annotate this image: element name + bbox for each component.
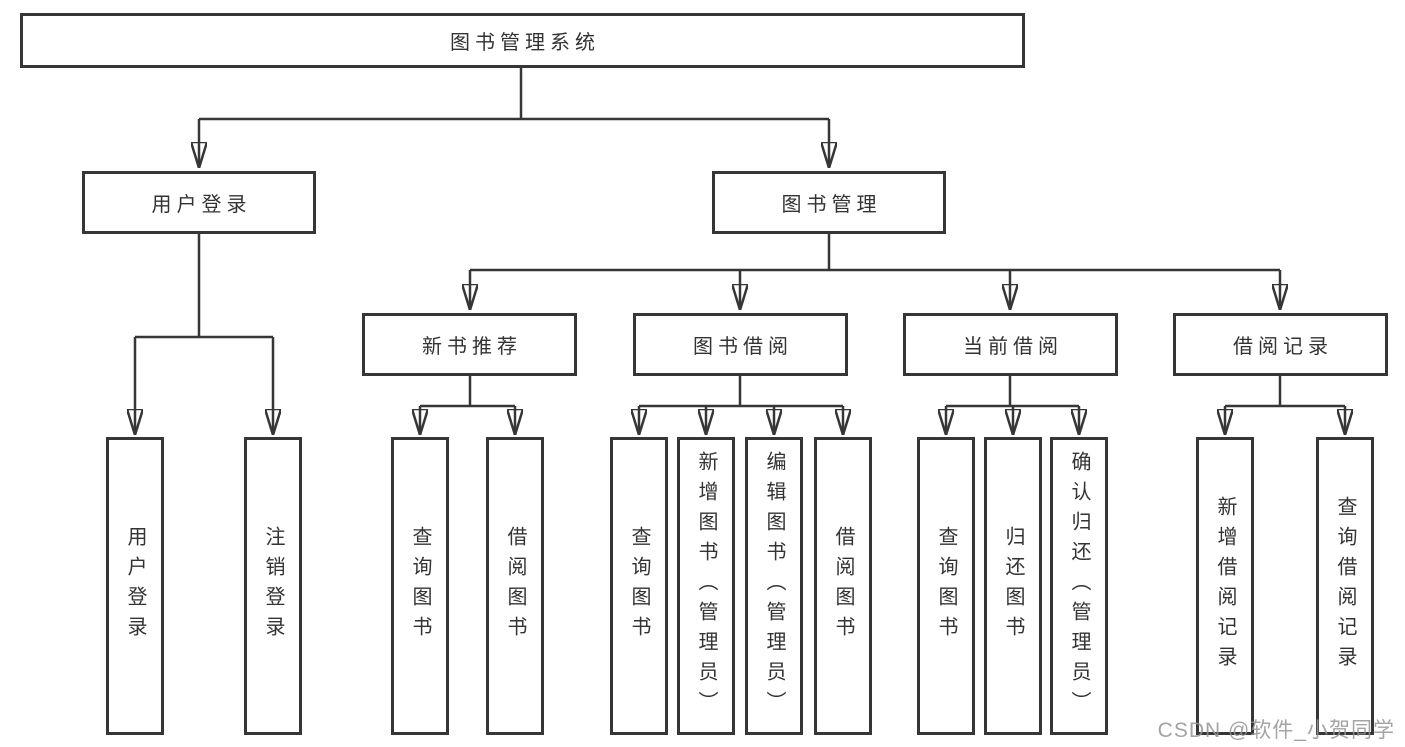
node-current-borrowing: 当前借阅	[903, 313, 1118, 376]
watermark: CSDN @软件_小贺同学	[1157, 719, 1395, 742]
node-borrowing-records-label: 借阅记录	[1233, 336, 1333, 358]
leaf-edit-book-admin: 编辑图书（管理员）	[745, 437, 803, 735]
node-root: 图书管理系统	[20, 13, 1025, 68]
node-root-label: 图书管理系统	[450, 32, 600, 54]
leaf-confirm-return-admin: 确认归还（管理员）	[1050, 437, 1108, 735]
node-user-login-label: 用户登录	[151, 194, 252, 216]
leaf-logout: 注销登录	[244, 437, 302, 735]
leaf-query-book-current: 查询图书	[917, 437, 975, 735]
node-new-book-recommend-label: 新书推荐	[422, 336, 522, 358]
leaf-query-book-current-label: 查询图书	[935, 526, 957, 646]
node-book-borrowing-label: 图书借阅	[693, 336, 793, 358]
node-user-login: 用户登录	[82, 171, 316, 234]
leaf-return-book-label: 归还图书	[1002, 526, 1024, 646]
leaf-confirm-return-admin-label: 确认归还（管理员）	[1068, 451, 1090, 721]
leaf-logout-label: 注销登录	[262, 526, 284, 646]
leaf-user-login-label: 用户登录	[124, 526, 146, 646]
leaf-return-book: 归还图书	[984, 437, 1042, 735]
leaf-add-borrow-record-label: 新增借阅记录	[1214, 496, 1236, 676]
node-book-management-label: 图书管理	[781, 194, 882, 216]
leaf-query-borrow-record: 查询借阅记录	[1316, 437, 1374, 735]
node-book-borrowing: 图书借阅	[633, 313, 848, 376]
leaf-query-borrow-record-label: 查询借阅记录	[1334, 496, 1356, 676]
leaf-query-book-recommend: 查询图书	[391, 437, 449, 735]
leaf-add-borrow-record: 新增借阅记录	[1196, 437, 1254, 735]
leaf-add-book-admin: 新增图书（管理员）	[677, 437, 735, 735]
leaf-borrow-book-recommend: 借阅图书	[486, 437, 544, 735]
node-borrowing-records: 借阅记录	[1173, 313, 1388, 376]
leaf-borrow-book-borrowing: 借阅图书	[814, 437, 872, 735]
node-book-management: 图书管理	[712, 171, 946, 234]
leaf-edit-book-admin-label: 编辑图书（管理员）	[763, 451, 785, 721]
leaf-query-book-recommend-label: 查询图书	[409, 526, 431, 646]
leaf-query-book-borrowing: 查询图书	[610, 437, 668, 735]
leaf-query-book-borrowing-label: 查询图书	[628, 526, 650, 646]
leaf-user-login: 用户登录	[106, 437, 164, 735]
node-new-book-recommend: 新书推荐	[362, 313, 577, 376]
leaf-add-book-admin-label: 新增图书（管理员）	[695, 451, 717, 721]
leaf-borrow-book-borrowing-label: 借阅图书	[832, 526, 854, 646]
leaf-borrow-book-recommend-label: 借阅图书	[504, 526, 526, 646]
node-current-borrowing-label: 当前借阅	[963, 336, 1063, 358]
